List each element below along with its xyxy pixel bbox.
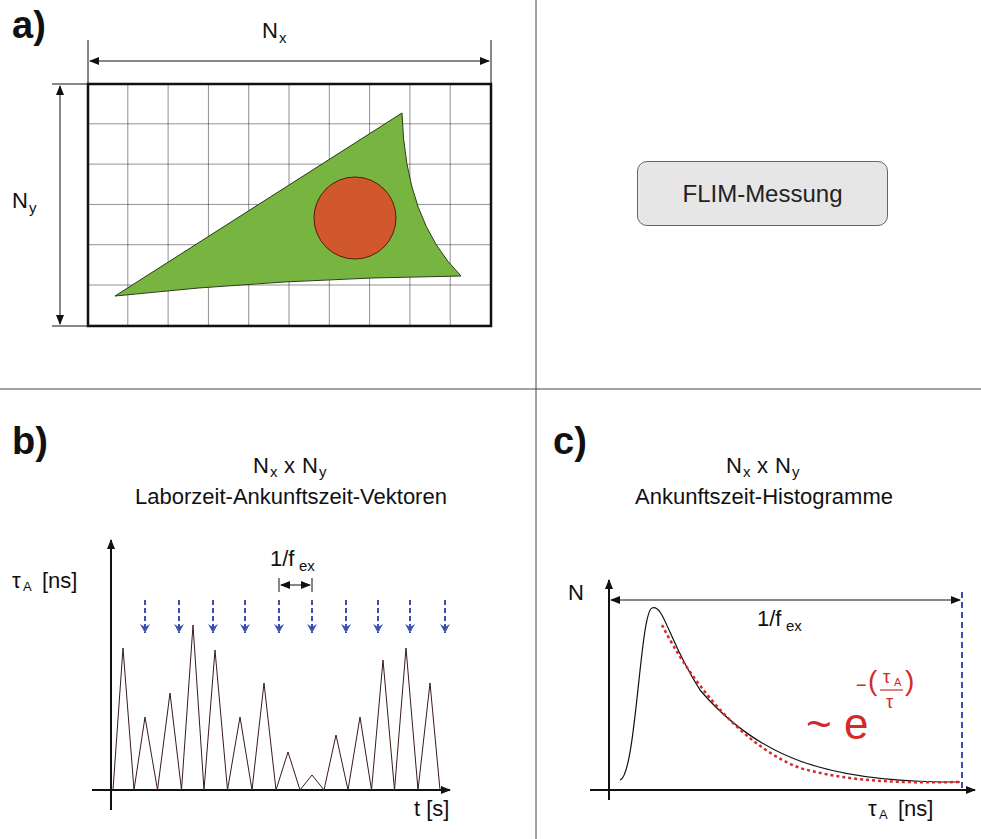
period-label: 1/f: [270, 548, 294, 570]
pulse-arrow: [144, 600, 146, 633]
axis: [590, 789, 975, 791]
exponent: (: [868, 667, 877, 695]
exponential-fit: [662, 625, 960, 782]
pixel-grid: [88, 84, 491, 326]
title: N: [253, 455, 269, 477]
dimension-arrow: [281, 585, 310, 586]
process-box: FLIM-Messung: [637, 161, 888, 226]
subscript: ex: [786, 618, 802, 633]
histogram: [620, 608, 960, 782]
pulse-arrow: [212, 600, 214, 633]
subscript: A: [23, 580, 32, 593]
title: Ankunftszeit-Histogramme: [635, 486, 893, 508]
period-marker: [961, 592, 963, 790]
dimension-arrow: [90, 61, 489, 62]
exponent: τ: [883, 668, 890, 686]
arrival-time-trace: [113, 625, 440, 790]
panel-letter: c): [553, 422, 587, 460]
dimension-label: N: [262, 20, 278, 42]
axis: [110, 540, 112, 810]
subscript: y: [29, 200, 37, 215]
panel-letter: a): [12, 6, 46, 44]
box-label: FLIM-Messung: [682, 182, 842, 206]
dimension-label: N: [12, 190, 28, 212]
pulse-arrow: [409, 600, 411, 633]
nucleus: [314, 177, 396, 259]
pulse-arrow: [345, 600, 347, 633]
subscript: ex: [299, 558, 315, 573]
pulse-arrow: [377, 600, 379, 633]
axis-label: [ns]: [42, 570, 77, 592]
divider: [0, 389, 981, 390]
cell: [115, 113, 461, 296]
grid-frame: [88, 84, 491, 326]
pulse-arrow: [444, 600, 446, 633]
subscript: x: [279, 30, 287, 45]
axis-label: τ: [12, 570, 21, 592]
dimension-arrow: [60, 86, 61, 324]
axis-label: τ: [868, 798, 877, 820]
fit-formula: ~ e: [806, 702, 868, 746]
axis-label: t [s]: [414, 798, 449, 820]
title: N: [775, 455, 791, 477]
subscript: A: [879, 808, 888, 821]
exponent: ): [905, 667, 914, 695]
divider: [536, 0, 537, 839]
title: x: [284, 455, 295, 477]
title: Laborzeit-Ankunftszeit-Vektoren: [135, 486, 447, 508]
exponent: τ: [886, 693, 893, 711]
period-label: 1/f: [757, 608, 781, 630]
pulse-arrow: [311, 600, 313, 633]
subscript: x: [743, 464, 751, 479]
title: x: [757, 455, 768, 477]
axis-label: [ns]: [898, 798, 933, 820]
pulse-arrow: [278, 600, 280, 633]
title: N: [302, 455, 318, 477]
subscript: x: [270, 464, 278, 479]
axis: [92, 789, 450, 791]
axis-label: N: [568, 582, 584, 604]
title: N: [726, 455, 742, 477]
exponent: A: [894, 677, 901, 688]
subscript: y: [319, 464, 327, 479]
subscript: y: [792, 464, 800, 479]
excitation-pulses: [145, 600, 445, 633]
pulse-arrow: [178, 600, 180, 633]
fraction-bar: [880, 689, 903, 690]
axis: [608, 580, 610, 800]
exponent: −: [856, 676, 867, 694]
panel-letter: b): [12, 422, 48, 460]
pulse-arrow: [244, 600, 246, 633]
dimension-arrow: [611, 600, 960, 601]
